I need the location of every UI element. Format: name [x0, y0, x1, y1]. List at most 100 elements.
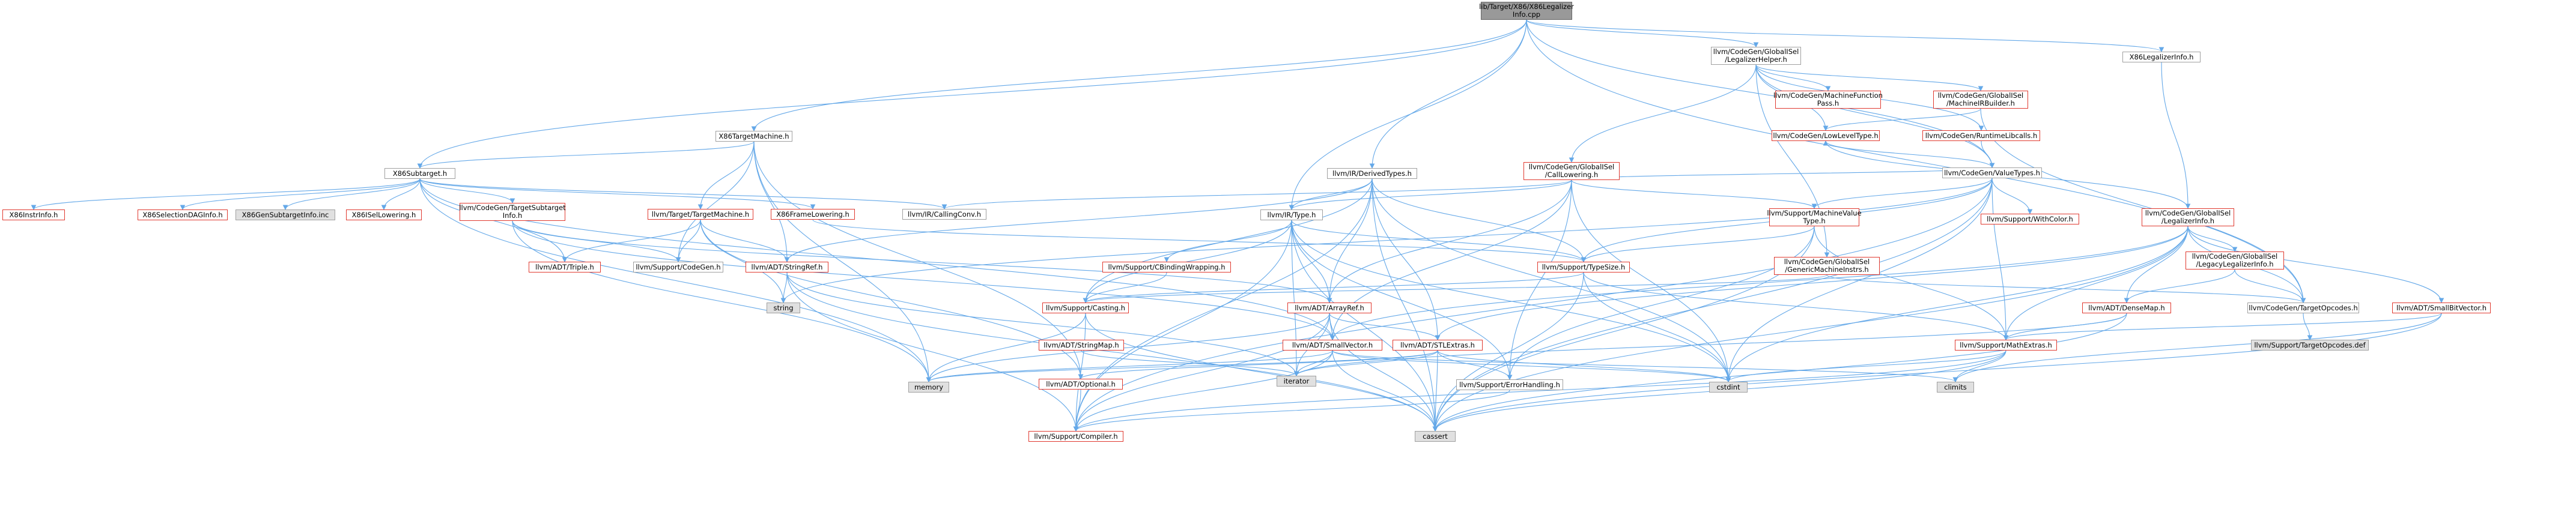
node-instrinfo[interactable]: X86InstrInfo.h — [2, 209, 65, 220]
edge-smallbit-mathextras — [2003, 313, 2442, 341]
edge-lowlevel-cgvt — [1825, 140, 1995, 169]
edge-rtlib-cgvt — [1981, 140, 1995, 169]
node-x86li[interactable]: X86LegalizerInfo.h — [2122, 52, 2201, 62]
node-x86tm[interactable]: X86TargetMachine.h — [715, 131, 792, 142]
node-lowlevel[interactable]: llvm/CodeGen/LowLevelType.h — [1772, 130, 1880, 141]
edge-legalinfo-densemap — [2124, 226, 2189, 304]
node-cgvt[interactable]: llvm/CodeGen/ValueTypes.h — [1942, 167, 2042, 178]
node-withcolor[interactable]: llvm/Support/WithColor.h — [1981, 214, 2079, 224]
edge-root-x86st — [417, 19, 1527, 169]
edge-tsubinfo-smallvec — [512, 220, 1335, 341]
node-genmi[interactable]: llvm/CodeGen/GlobalISel /GenericMachineI… — [1774, 257, 1880, 275]
node-rtlib[interactable]: llvm/CodeGen/RuntimeLibcalls.h — [1922, 130, 2040, 141]
edge-dtypes-cassert — [1372, 178, 1438, 432]
edge-mathextras-compiler — [1073, 350, 2006, 432]
node-legacy[interactable]: llvm/CodeGen/GlobalISel /LegacyLegalizer… — [2186, 251, 2284, 270]
edge-cgvt-withcolor — [1991, 178, 2033, 215]
node-irtype[interactable]: llvm/IR/Type.h — [1260, 209, 1323, 220]
node-errhand[interactable]: llvm/Support/ErrorHandling.h — [1456, 379, 1563, 390]
node-stringref[interactable]: llvm/ADT/StringRef.h — [746, 262, 828, 273]
node-mvt[interactable]: llvm/Support/MachineValue Type.h — [1767, 208, 1862, 226]
node-opdef[interactable]: llvm/Support/TargetOpcodes.def — [2251, 340, 2369, 351]
node-helper[interactable]: llvm/CodeGen/GlobalISel /LegalizerHelper… — [1711, 47, 1801, 65]
edge-legalinfo-smallbit — [2187, 226, 2444, 304]
edge-casting-memory — [926, 313, 1086, 383]
node-mirb[interactable]: llvm/CodeGen/GlobalISel /MachineIRBuilde… — [1933, 91, 2028, 109]
node-stlextras[interactable]: llvm/ADT/STLExtras.h — [1393, 340, 1483, 351]
node-legalinfo[interactable]: llvm/CodeGen/GlobalISel /LegalizerInfo.h — [2142, 208, 2234, 226]
node-memory[interactable]: memory — [908, 382, 949, 393]
node-cbind[interactable]: llvm/Support/CBindingWrapping.h — [1102, 262, 1231, 273]
edge-x86st-isel — [381, 178, 421, 211]
edge-ttm-string — [700, 219, 786, 304]
edge-calllow-callconv — [941, 179, 1572, 210]
edge-irtype-arrayref — [1291, 220, 1332, 304]
edge-stlextras-memory — [926, 350, 1438, 383]
node-codegen[interactable]: llvm/Support/CodeGen.h — [633, 262, 723, 273]
node-calllow[interactable]: llvm/CodeGen/GlobalISel /CallLowering.h — [1523, 162, 1620, 180]
node-isel[interactable]: X86ISelLowering.h — [346, 209, 422, 220]
edge-densemap-iterator — [1293, 313, 2127, 377]
node-mathextras[interactable]: llvm/Support/MathExtras.h — [1955, 340, 2057, 351]
edge-cbind-casting — [1083, 272, 1167, 304]
node-smallbit[interactable]: llvm/ADT/SmallBitVector.h — [2392, 303, 2491, 313]
edge-ttm-codegen — [675, 219, 701, 263]
edge-helper-cgvt — [1755, 64, 1995, 169]
edge-root-x86li — [1526, 19, 2164, 53]
edge-smallvec-cstdint — [1332, 350, 1731, 383]
edge-cgvt-mathextras — [1991, 178, 2009, 341]
edge-mathextras-cstdint — [1725, 350, 2006, 383]
node-climits[interactable]: climits — [1937, 382, 1974, 393]
edge-dtypes-arrayref — [1326, 178, 1373, 304]
node-smallvec[interactable]: llvm/ADT/SmallVector.h — [1283, 340, 1382, 351]
edge-legacy-targetop — [2234, 269, 2306, 304]
edge-helper-calllow — [1569, 64, 1757, 163]
node-ttm[interactable]: llvm/Target/TargetMachine.h — [648, 209, 753, 220]
edge-tsubinfo-memory — [512, 220, 932, 383]
node-string[interactable]: string — [767, 303, 800, 313]
edge-dtypes-stlextras — [1372, 178, 1441, 341]
node-stringmap[interactable]: llvm/ADT/StringMap.h — [1039, 340, 1124, 351]
edge-cgvt-cstdint — [1725, 178, 1993, 383]
edge-x86li-legalinfo — [2161, 62, 2191, 209]
edge-helper-mirb — [1755, 64, 1984, 92]
edge-typesize-mathextras — [1583, 272, 2009, 341]
edge-irtype-typesize — [1291, 220, 1587, 263]
node-targetop[interactable]: llvm/CodeGen/TargetOpcodes.h — [2247, 303, 2359, 313]
edge-arrayref-memory — [926, 313, 1330, 383]
node-mfpass[interactable]: llvm/CodeGen/MachineFunction Pass.h — [1773, 91, 1883, 109]
edge-mvt-typesize — [1581, 226, 1815, 263]
node-gensub[interactable]: X86GenSubtargetInfo.inc — [235, 209, 335, 220]
node-x86st[interactable]: X86Subtarget.h — [384, 168, 455, 179]
node-iterator[interactable]: iterator — [1277, 376, 1316, 387]
node-typesize[interactable]: llvm/Support/TypeSize.h — [1537, 262, 1630, 273]
node-compiler[interactable]: llvm/Support/Compiler.h — [1028, 431, 1123, 442]
node-tsubinfo[interactable]: llvm/CodeGen/TargetSubtarget Info.h — [459, 203, 566, 221]
edge-x86st-tsubinfo — [419, 178, 515, 204]
node-optional[interactable]: llvm/ADT/Optional.h — [1039, 379, 1123, 390]
node-callconv[interactable]: llvm/IR/CallingConv.h — [902, 209, 986, 220]
edge-smallvec-compiler — [1073, 350, 1333, 432]
edge-dtypes-casting — [1083, 178, 1373, 304]
edge-stlextras-iterator — [1293, 350, 1438, 377]
node-arrayref[interactable]: llvm/ADT/ArrayRef.h — [1287, 303, 1372, 313]
node-cassert[interactable]: cassert — [1415, 431, 1456, 442]
edge-root-x86tm — [751, 19, 1527, 132]
edge-cgvt-mvt — [1811, 178, 1993, 209]
edge-mvt-mathextras — [1814, 226, 2009, 341]
node-dtypes[interactable]: llvm/IR/DerivedTypes.h — [1327, 168, 1417, 179]
edge-calllow-errhand — [1507, 179, 1572, 381]
node-casting[interactable]: llvm/Support/Casting.h — [1042, 303, 1129, 313]
node-triple[interactable]: llvm/ADT/Triple.h — [529, 262, 601, 273]
edge-stlextras-cassert — [1432, 350, 1438, 432]
node-cstdint[interactable]: cstdint — [1709, 382, 1748, 393]
edge-helper-mfpass — [1755, 64, 1831, 92]
edge-stlextras-optional — [1078, 350, 1438, 380]
node-densemap[interactable]: llvm/ADT/DenseMap.h — [2082, 303, 2171, 313]
node-root[interactable]: lib/Target/X86/X86Legalizer Info.cpp — [1479, 2, 1574, 20]
node-seldag[interactable]: X86SelectionDAGInfo.h — [138, 209, 228, 220]
edge-x86st-instrinfo — [31, 178, 421, 211]
node-frame[interactable]: X86FrameLowering.h — [771, 209, 855, 220]
edge-calllow-irtype — [1289, 179, 1572, 211]
